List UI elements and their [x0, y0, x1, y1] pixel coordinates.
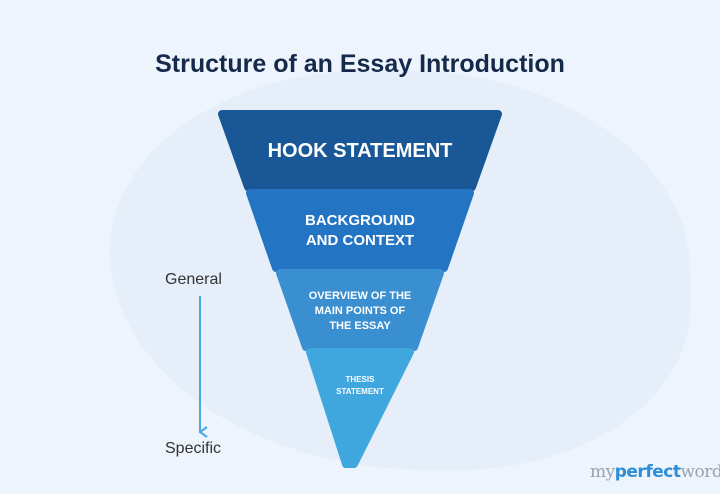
layer-background-label: BACKGROUND AND CONTEXT: [250, 211, 470, 251]
layer-overview-label: OVERVIEW OF THE MAIN POINTS OF THE ESSAY: [280, 289, 440, 334]
layer-text: STATEMENT: [336, 387, 384, 396]
funnel-layer-hook: [218, 110, 502, 191]
funnel-layer-overview: [276, 269, 444, 351]
layer-hook-label: HOOK STATEMENT: [222, 140, 498, 163]
specific-label: Specific: [165, 440, 222, 457]
layer-text: BACKGROUND: [305, 212, 415, 229]
logo-text: perfect: [614, 462, 681, 482]
logo-text: my: [590, 462, 615, 482]
funnel-layer-background: [246, 189, 474, 272]
layer-thesis-label: THESIS STATEMENT: [310, 374, 410, 398]
general-label: General: [165, 271, 222, 288]
layer-text: MAIN POINTS OF: [314, 305, 406, 317]
logo-text: words: [680, 462, 720, 482]
layer-text: THESIS: [345, 375, 375, 384]
page-title: Structure of an Essay Introduction: [155, 50, 565, 78]
layer-text: OVERVIEW OF THE: [308, 290, 412, 302]
funnel-layer-thesis: [306, 348, 414, 468]
myperfectwords-logo: myperfectwords: [590, 462, 720, 482]
layer-text: THE ESSAY: [329, 320, 391, 332]
layer-text: AND CONTEXT: [305, 232, 415, 249]
layer-text: HOOK STATEMENT: [267, 140, 453, 162]
